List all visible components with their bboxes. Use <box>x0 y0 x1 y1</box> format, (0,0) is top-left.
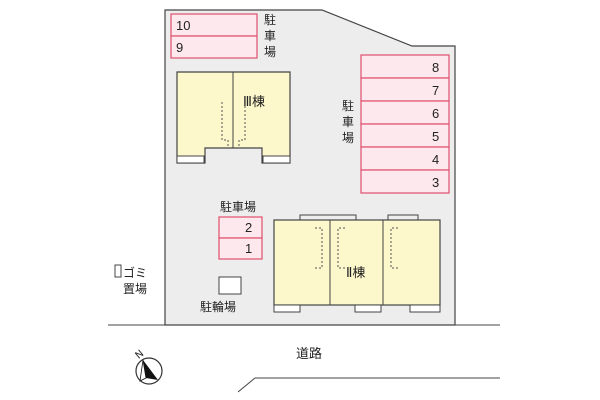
road-label: 道路 <box>296 346 322 362</box>
building-2-step-2 <box>354 304 382 313</box>
parking-space-1-number: 1 <box>245 241 252 256</box>
parking-space-3-number: 3 <box>432 175 439 190</box>
parking-space-8-number: 8 <box>432 60 439 75</box>
building-2: Ⅱ棟 <box>273 214 441 313</box>
bicycle-parking-label: 駐輪場 <box>200 299 236 314</box>
north-arrow-icon <box>135 357 163 385</box>
building-3-step-right <box>262 155 291 164</box>
building-3: Ⅲ棟 <box>176 71 291 164</box>
parking-right-label: 駐車場 <box>342 98 354 145</box>
building-3-stair-left <box>221 102 229 148</box>
building-2-notch-right <box>387 214 419 220</box>
parking-top-label: 駐車場 <box>264 12 276 59</box>
bicycle-parking-area <box>218 276 242 295</box>
parking-space-10-number: 10 <box>176 18 190 33</box>
parking-space-3 <box>360 169 450 194</box>
building-3-step-left <box>176 155 205 164</box>
building-2-step-3 <box>409 304 441 313</box>
building-3-label: Ⅲ棟 <box>243 95 265 110</box>
parking-top: 10 9 <box>170 13 258 59</box>
parking-center-label: 駐車場 <box>220 199 256 214</box>
parking-space-6-number: 6 <box>432 106 439 121</box>
building-2-label: Ⅱ棟 <box>346 266 365 281</box>
parking-right: 8 7 6 5 4 3 <box>360 54 450 194</box>
parking-space-2-number: 2 <box>245 220 252 235</box>
parking-space-9-number: 9 <box>176 40 183 55</box>
parking-space-9 <box>170 35 258 59</box>
parking-space-7-number: 7 <box>432 83 439 98</box>
building-2-notch-left <box>299 214 357 220</box>
parking-space-1 <box>218 237 263 260</box>
parking-space-2 <box>218 216 263 239</box>
garbage-label: ゴミ置場 <box>123 265 147 296</box>
road-edge-bottom <box>237 377 500 393</box>
building-2-step-1 <box>273 304 301 313</box>
parking-space-4-number: 4 <box>432 152 439 167</box>
parking-space-5-number: 5 <box>432 129 439 144</box>
parking-center: 2 1 <box>218 216 263 260</box>
building-3-stair-right <box>238 102 246 148</box>
building-2-outline <box>273 219 441 306</box>
garbage-area-icon <box>114 264 122 278</box>
